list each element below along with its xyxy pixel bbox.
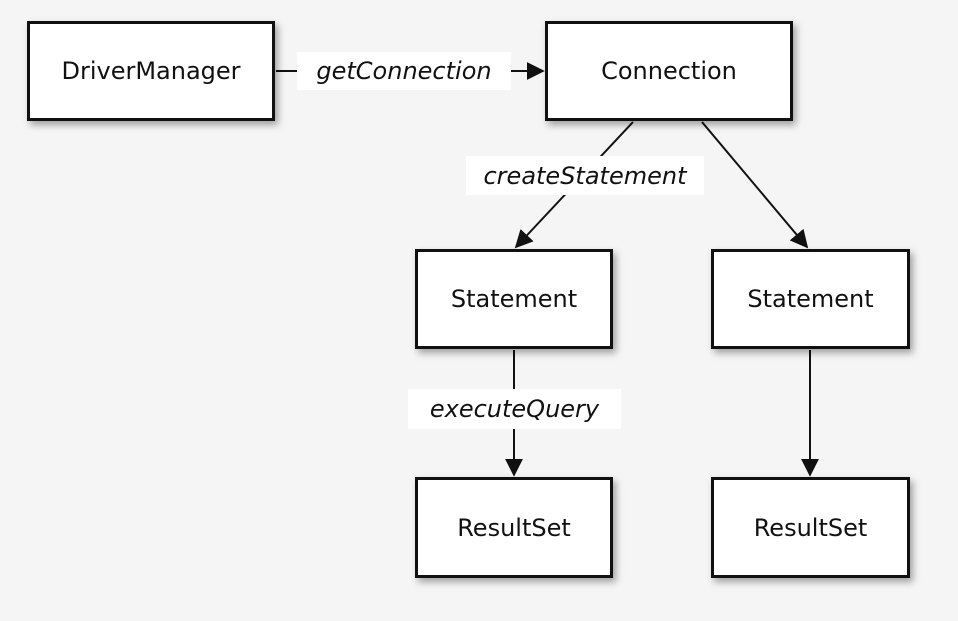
node-driver-manager-label: DriverManager xyxy=(61,57,241,85)
edge-label-create-statement: createStatement xyxy=(466,156,704,195)
edge-label-create-statement-text: createStatement xyxy=(483,161,687,190)
node-statement-left-label: Statement xyxy=(450,285,578,313)
node-statement-left: Statement xyxy=(415,249,613,349)
node-resultset-left-label: ResultSet xyxy=(457,513,571,542)
edge-label-execute-query-text: executeQuery xyxy=(429,395,600,423)
node-driver-manager: DriverManager xyxy=(27,21,275,121)
edge-connection-to-statement-right xyxy=(701,121,809,249)
edge-label-get-connection: getConnection xyxy=(297,52,511,90)
node-resultset-left: ResultSet xyxy=(415,477,613,578)
node-resultset-right: ResultSet xyxy=(711,477,910,578)
node-connection-label: Connection xyxy=(601,57,737,85)
edge-label-execute-query: executeQuery xyxy=(408,389,621,429)
edge-label-get-connection-text: getConnection xyxy=(316,57,492,85)
node-statement-right: Statement xyxy=(711,249,910,349)
node-resultset-right-label: ResultSet xyxy=(753,513,868,542)
node-connection: Connection xyxy=(545,21,793,121)
node-statement-right-label: Statement xyxy=(747,285,874,313)
